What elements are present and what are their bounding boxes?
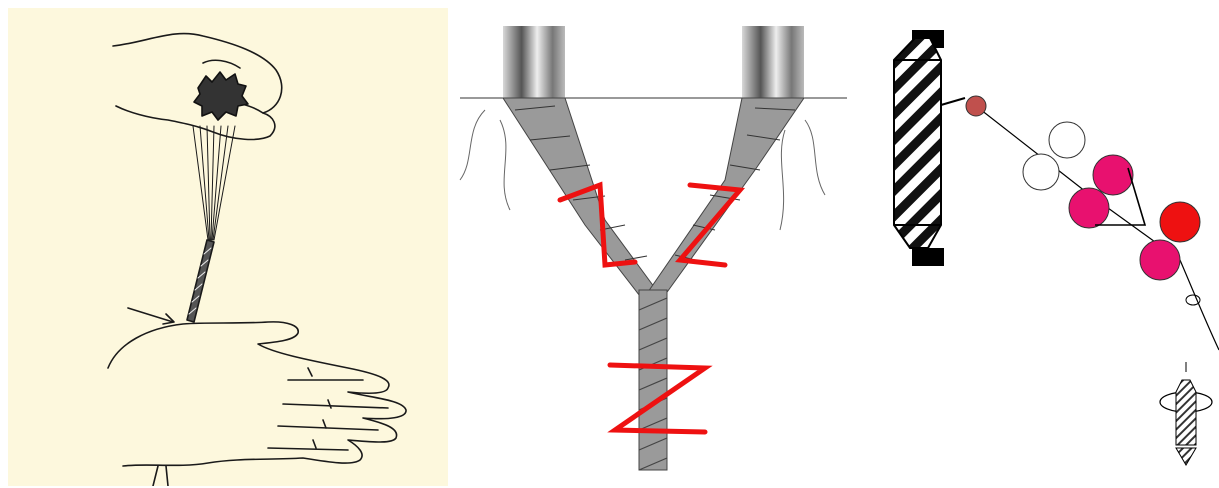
- roving-bobbin: [894, 38, 941, 248]
- spindle-cop: [1176, 380, 1196, 445]
- drafting-roller-white-1: [1049, 122, 1085, 158]
- drafting-roller-white-2: [1023, 154, 1059, 190]
- hand-spinning-illustration: [8, 8, 448, 486]
- front-roller-red: [1160, 202, 1200, 242]
- bobbin-bottom-cap: [912, 248, 944, 266]
- single-yarn-left: [503, 26, 565, 98]
- yarn-guide: [1186, 295, 1200, 305]
- drafting-roller-pink-1: [1093, 155, 1133, 195]
- single-yarn-right: [742, 26, 804, 98]
- spinning-machine-schematic: [880, 20, 1219, 488]
- front-roller-pink: [1140, 240, 1180, 280]
- spindle-tip: [1176, 448, 1196, 465]
- ply-twist-diagram: [455, 20, 850, 482]
- drafting-roller-pink-2: [1069, 188, 1109, 228]
- feed-roller: [966, 96, 986, 116]
- twist-mark-right-2: [680, 185, 740, 265]
